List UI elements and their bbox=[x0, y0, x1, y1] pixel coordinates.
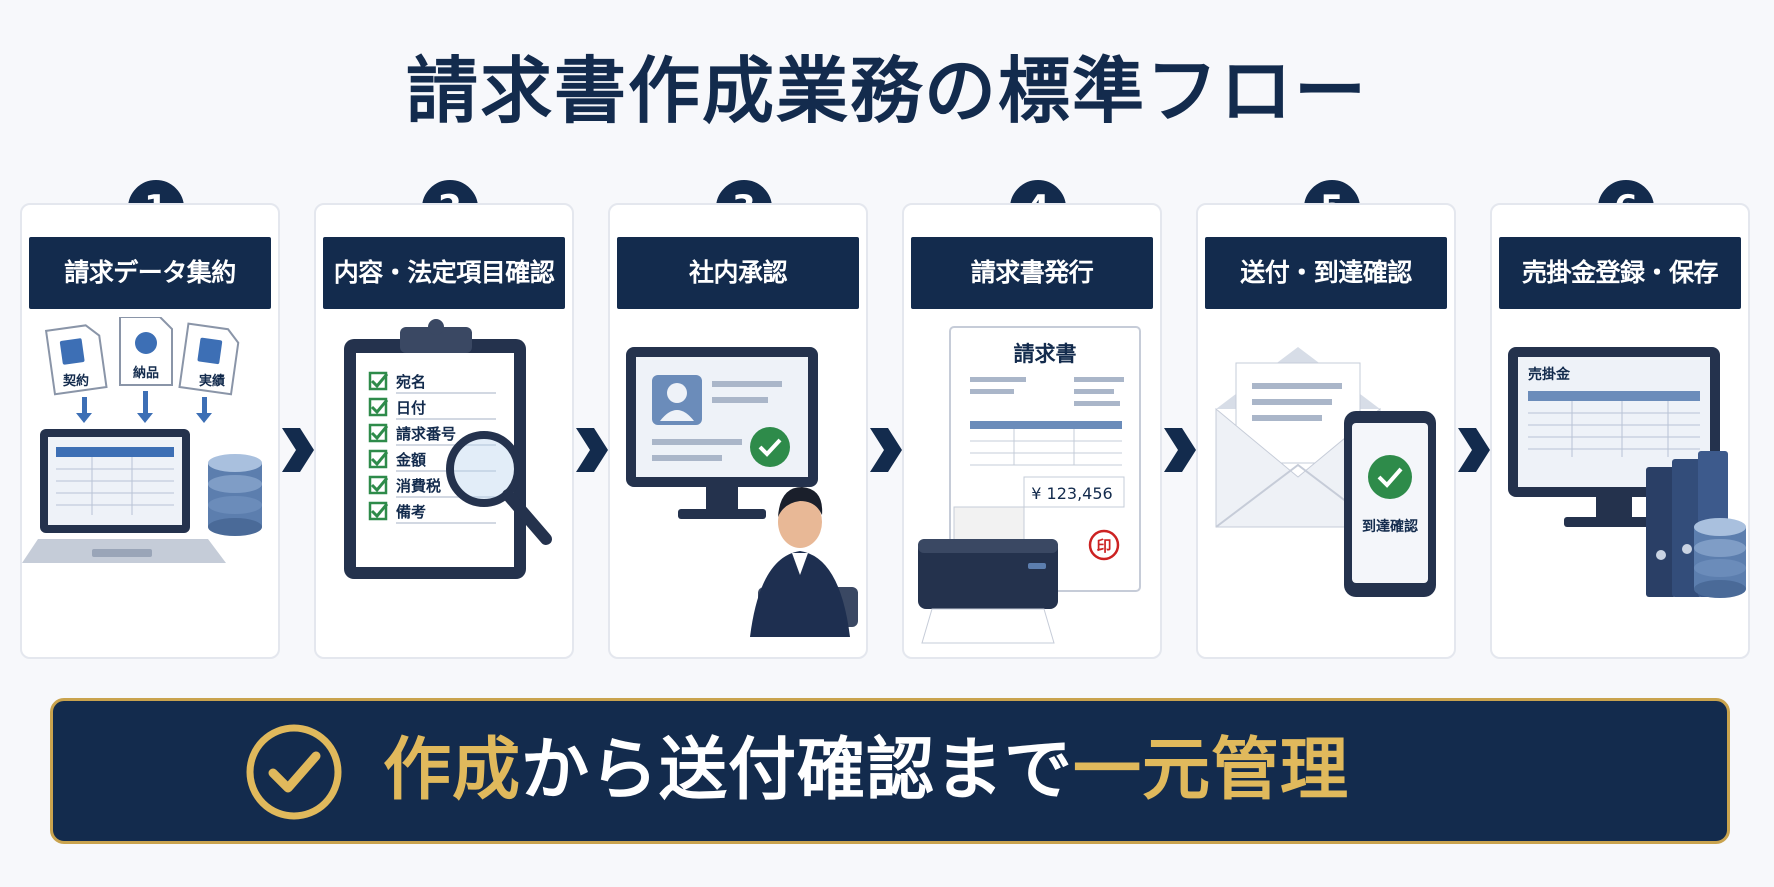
receivables-storage-illustration: 売掛金 bbox=[1508, 347, 1746, 598]
check-item-1: 宛名 bbox=[395, 373, 426, 391]
results-document-icon: 実績 bbox=[178, 322, 240, 396]
step-3-card: 社内承認 bbox=[608, 203, 868, 659]
step-1-header: 請求データ集約 bbox=[29, 237, 271, 309]
checklist-items: 宛名 日付 請求番号 金額 消費税 備考 bbox=[368, 371, 496, 524]
step-5-card: 送付・到達確認 到達確認 bbox=[1196, 203, 1456, 659]
doc-label-contract: 契約 bbox=[62, 373, 89, 389]
checkbox-icon bbox=[368, 371, 389, 391]
invoice-issuance-illustration: 請求書 ¥ 123,456 印 bbox=[918, 326, 1141, 644]
banner-message: 作成から送付確認まで一元管理 bbox=[383, 701, 1349, 841]
businessman-icon bbox=[750, 487, 858, 637]
checkbox-icon bbox=[368, 423, 389, 443]
flow-arrow-4 bbox=[1164, 428, 1196, 472]
seal-stamp-icon: 印 bbox=[1088, 529, 1120, 561]
receivables-screen-label: 売掛金 bbox=[1528, 366, 1571, 383]
banner-highlight-creation: 作成 bbox=[383, 731, 522, 810]
check-circle-icon bbox=[246, 724, 342, 820]
step-6-card: 売掛金登録・保存 売掛金 bbox=[1490, 203, 1750, 659]
flow-arrow-2 bbox=[576, 428, 608, 472]
step-4-card: 請求書発行 請求書 ¥ 123,456 印 bbox=[902, 203, 1162, 659]
envelope-icon bbox=[1215, 347, 1381, 528]
check-item-5: 消費税 bbox=[396, 477, 441, 495]
step-5-header: 送付・到達確認 bbox=[1205, 237, 1447, 309]
checkbox-icon bbox=[368, 501, 389, 521]
database-icon bbox=[1694, 518, 1746, 598]
contract-document-icon: 契約 bbox=[44, 324, 108, 396]
banner-middle-text: から送付確認まで bbox=[521, 731, 1074, 810]
down-arrows bbox=[76, 391, 212, 423]
magnifying-glass-icon bbox=[446, 431, 552, 545]
delivery-document-icon: 納品 bbox=[119, 317, 173, 386]
doc-label-delivery: 納品 bbox=[133, 365, 159, 381]
delivery-check-icon bbox=[1368, 455, 1412, 499]
internal-approval-illustration bbox=[626, 347, 858, 637]
send-confirmation-illustration: 到達確認 bbox=[1215, 347, 1436, 597]
step-2-card: 内容・法定項目確認 宛名 日付 請求番号 金額 消費税 備考 bbox=[314, 203, 574, 659]
step-2-header: 内容・法定項目確認 bbox=[323, 237, 565, 309]
checkbox-icon bbox=[368, 449, 389, 469]
check-item-2: 日付 bbox=[396, 399, 426, 417]
page-title: 請求書作成業務の標準フロー bbox=[405, 49, 1368, 133]
check-item-6: 備考 bbox=[396, 503, 426, 521]
phone-confirmation-text: 到達確認 bbox=[1362, 518, 1418, 535]
checkbox-icon bbox=[368, 475, 389, 495]
checklist-illustration: 宛名 日付 請求番号 金額 消費税 備考 bbox=[344, 319, 552, 579]
printer-icon bbox=[918, 506, 1058, 644]
check-item-3: 請求番号 bbox=[396, 425, 456, 443]
step-6-header: 売掛金登録・保存 bbox=[1499, 237, 1741, 309]
invoice-amount: ¥ 123,456 bbox=[1031, 484, 1112, 503]
laptop-icon bbox=[22, 429, 226, 563]
stamp-text: 印 bbox=[1096, 537, 1111, 555]
summary-banner: 作成から送付確認まで一元管理 bbox=[50, 698, 1730, 844]
step-4-header: 請求書発行 bbox=[911, 237, 1153, 309]
invoice-title: 請求書 bbox=[1014, 342, 1077, 366]
user-avatar-icon bbox=[652, 375, 702, 425]
flow-arrow-5 bbox=[1458, 428, 1490, 472]
banner-highlight-unified: 一元管理 bbox=[1073, 731, 1350, 810]
smartphone-icon: 到達確認 bbox=[1344, 411, 1436, 597]
checkbox-icon bbox=[368, 397, 389, 417]
database-icon bbox=[208, 454, 262, 536]
check-item-4: 金額 bbox=[395, 451, 426, 469]
flow-arrow-1 bbox=[282, 428, 314, 472]
data-aggregation-illustration: 契約 納品 実績 bbox=[22, 317, 262, 563]
step-1-card: 請求データ集約 契約 納品 実績 bbox=[20, 203, 280, 659]
doc-label-results: 実績 bbox=[199, 373, 225, 389]
step-3-header: 社内承認 bbox=[617, 237, 859, 309]
approved-check-icon bbox=[750, 427, 790, 467]
flow-arrow-3 bbox=[870, 428, 902, 472]
